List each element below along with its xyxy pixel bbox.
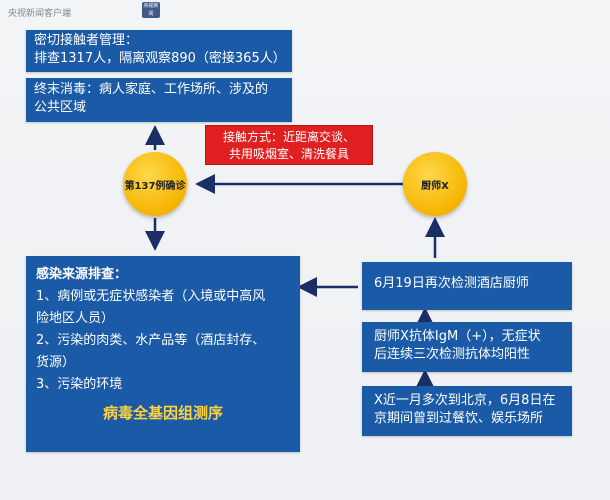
chef-x-node: 厨师X	[403, 152, 467, 216]
disinfection-line-2: 公共区域	[34, 100, 87, 115]
watermark-text: 央视新闻客户端	[8, 9, 72, 19]
source-line-2: 险地区人员）	[36, 311, 115, 326]
case-137-label: 第137例确诊	[124, 180, 186, 192]
chef-x-label: 厨师X	[421, 180, 449, 192]
antibody-box: 厨师X抗体IgM（+），无症状 后连续三次检测抗体均阳性	[362, 322, 572, 372]
close-contact-line-2: 排查1317人，隔离观察890（密接365人）	[34, 51, 286, 66]
watermark-logo: 央视新闻	[142, 2, 160, 18]
travel-history-box: X近一月多次到北京，6月8日在 京期间曾到过餐饮、娱乐场所	[362, 386, 572, 436]
source-line-5: 3、污染的环境	[36, 377, 123, 392]
disinfection-box: 终末消毒：病人家庭、工作场所、涉及的 公共区域	[26, 78, 292, 122]
source-line-1: 1、病例或无症状感染者（入境或中高风	[36, 289, 266, 304]
genome-sequencing-highlight: 病毒全基因组测序	[102, 404, 223, 422]
antibody-line-2: 后连续三次检测抗体均阳性	[374, 347, 531, 362]
source-heading: 感染来源排查：	[36, 267, 128, 282]
antibody-line-1: 厨师X抗体IgM（+），无症状	[374, 329, 541, 344]
case-137-node: 第137例确诊	[123, 152, 187, 216]
close-contact-box: 密切接触者管理： 排查1317人，隔离观察890（密接365人）	[26, 30, 292, 72]
travel-line-1: X近一月多次到北京，6月8日在	[374, 393, 556, 408]
disinfection-line-1: 终末消毒：病人家庭、工作场所、涉及的	[34, 82, 269, 97]
infection-source-box: 感染来源排查： 1、病例或无症状感染者（入境或中高风 险地区人员） 2、污染的肉…	[26, 256, 300, 452]
source-line-3: 2、污染的肉类、水产品等（酒店封存、	[36, 333, 266, 348]
contact-method-box: 接触方式：近距离交谈、 共用吸烟室、清洗餐具	[205, 125, 373, 165]
contact-method-line-2: 共用吸烟室、清洗餐具	[228, 147, 349, 161]
retest-box: 6月19日再次检测酒店厨师	[362, 262, 572, 310]
close-contact-line-1: 密切接触者管理：	[34, 33, 139, 48]
source-line-4: 货源）	[36, 355, 76, 370]
travel-line-2: 京期间曾到过餐饮、娱乐场所	[374, 411, 544, 426]
retest-line-1: 6月19日再次检测酒店厨师	[374, 276, 529, 291]
contact-method-line-1: 接触方式：近距离交谈、	[222, 130, 355, 144]
